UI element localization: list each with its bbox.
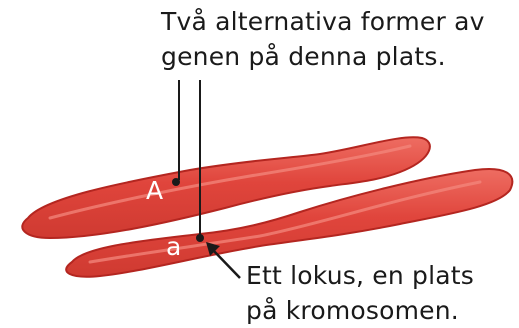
allele-a-label: a [166,232,181,261]
locus-caption-line-2: på kromosomen. [246,293,474,328]
allele-A-label: A [146,176,163,205]
locus-caption: Ett lokus, en plats på kromosomen. [246,258,474,328]
locus-caption-line-1: Ett lokus, en plats [246,258,474,293]
